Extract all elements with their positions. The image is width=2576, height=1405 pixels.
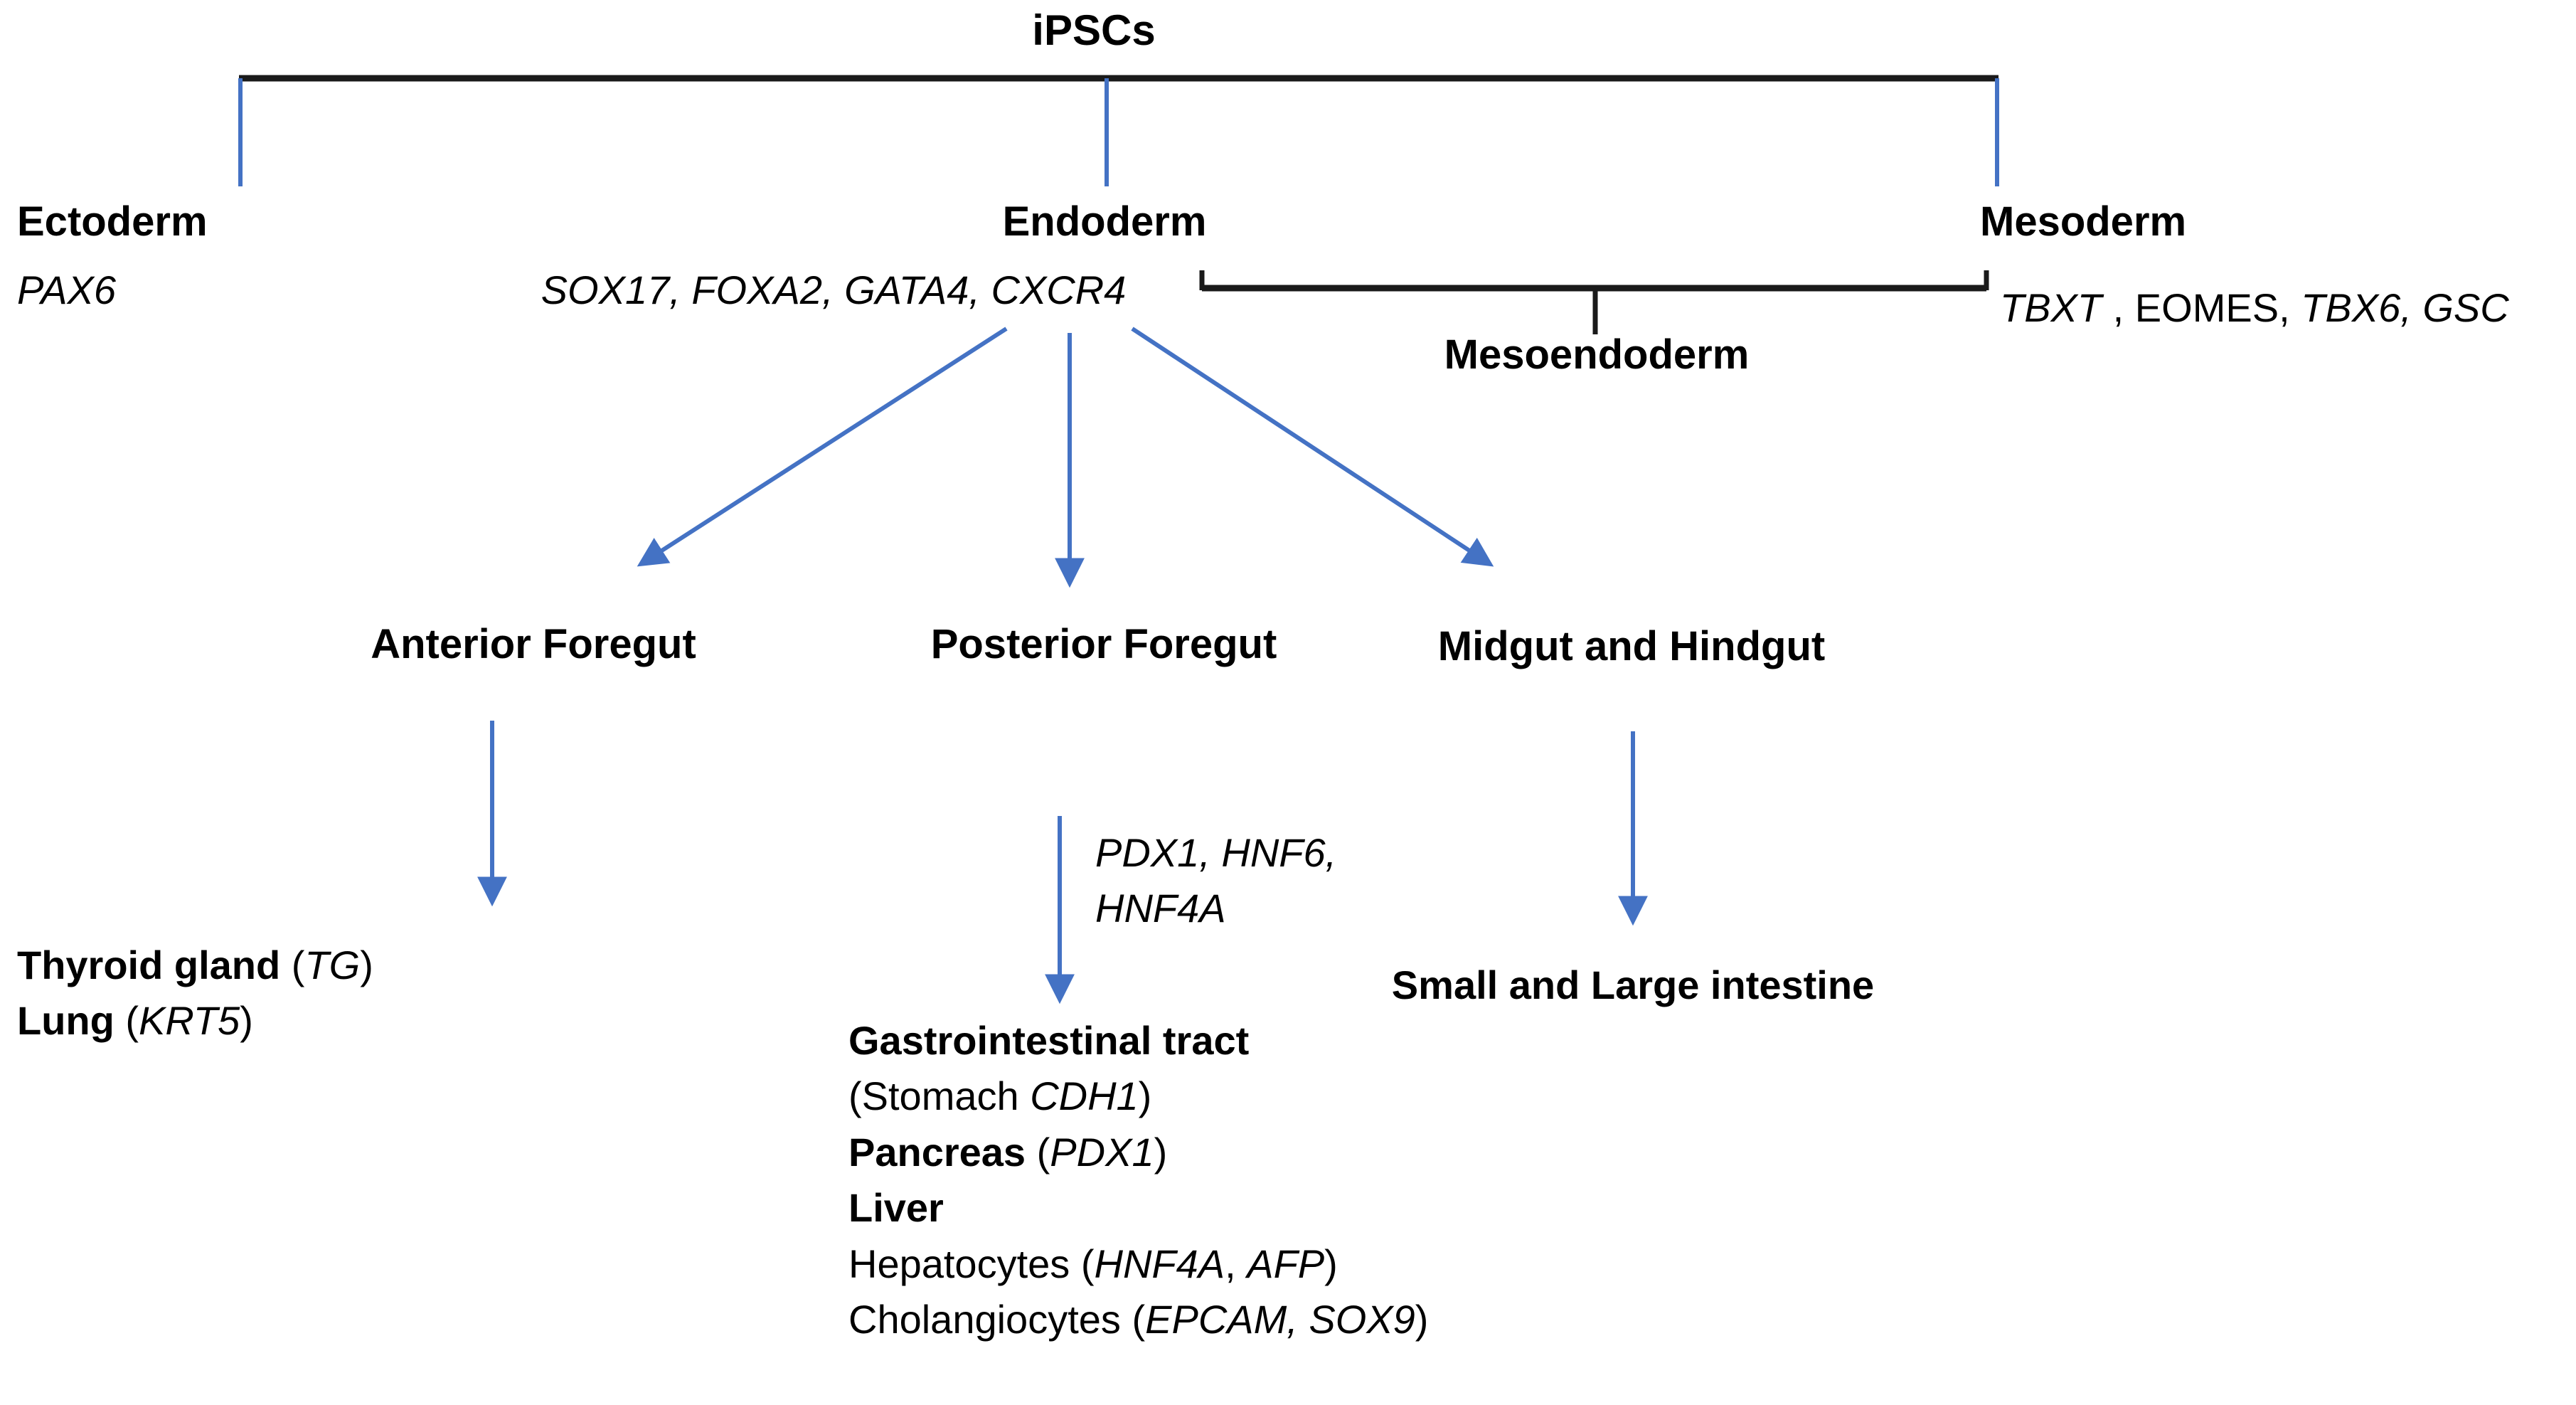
lung-label: Lung [17, 998, 115, 1044]
hepatocytes-gene-hnf4a: HNF4A [1094, 1241, 1225, 1286]
hepatocytes-label: Hepatocytes [848, 1241, 1070, 1286]
derivative-small-large-intestine: Small and Large intestine [1391, 963, 1875, 1007]
thyroid-gene: TG [304, 943, 361, 987]
pancreas-label: Pancreas [848, 1129, 1026, 1175]
page-title: iPSCs [1032, 6, 1156, 54]
pf-marker-line-2: HNF4A [1095, 886, 1226, 931]
mesoderm-markers: TBXT , EOMES, TBX6, GSC [2000, 285, 2509, 332]
lung-paren-open: ( [114, 998, 139, 1044]
germ-layer-mesoderm: Mesoderm [1980, 198, 2187, 245]
derivative-pancreas: Pancreas (PDX1) [848, 1125, 1428, 1180]
derivative-thyroid-gland: Thyroid gland (TG) [17, 938, 373, 993]
ectoderm-markers: PAX6 [17, 267, 117, 312]
thyroid-paren-open: ( [280, 943, 305, 987]
cholangiocytes-paren-open: ( [1120, 1296, 1146, 1342]
gi-tract-heading: Gastrointestinal tract [848, 1018, 1250, 1063]
mesoderm-marker-eomes: , EOMES, [2102, 285, 2301, 330]
thyroid-gland-label: Thyroid gland [17, 943, 281, 987]
hepatocytes-paren-close: ) [1324, 1241, 1338, 1286]
stomach-suffix: ) [1138, 1073, 1152, 1119]
germ-layer-endoderm: Endoderm [1002, 198, 1207, 245]
posterior-foregut-derivatives: Gastrointestinal tract (Stomach CDH1) Pa… [848, 1013, 1428, 1347]
gut-region-posterior-foregut: Posterior Foregut [930, 621, 1277, 667]
cholangiocytes-genes: EPCAM, SOX9 [1145, 1296, 1415, 1342]
endoderm-markers: SOX17, FOXA2, GATA4, CXCR4 [541, 267, 1127, 312]
derivative-stomach: (Stomach CDH1) [848, 1069, 1428, 1124]
germ-layer-ectoderm: Ectoderm [17, 198, 208, 245]
thyroid-paren-close: ) [360, 943, 373, 987]
posterior-foregut-markers: PDX1, HNF6, HNF4A [1095, 825, 1336, 937]
anterior-foregut-derivatives: Thyroid gland (TG) Lung (KRT5) [17, 938, 373, 1049]
cholangiocytes-label: Cholangiocytes [848, 1296, 1121, 1342]
pf-marker-line-1: PDX1, HNF6, [1095, 830, 1337, 875]
endoderm-fan-arrows [637, 327, 1494, 588]
pancreas-paren-close: ) [1154, 1129, 1168, 1175]
stomach-prefix: (Stomach [848, 1073, 1031, 1119]
derivative-lung: Lung (KRT5) [17, 993, 373, 1049]
derivative-cholangiocytes: Cholangiocytes (EPCAM, SOX9) [848, 1292, 1428, 1347]
hepatocytes-gene-afp: AFP [1247, 1241, 1325, 1286]
mesoderm-marker-tbx6-gsc: TBX6, GSC [2301, 285, 2509, 330]
pancreas-gene: PDX1 [1050, 1129, 1154, 1175]
derivative-hepatocytes: Hepatocytes (HNF4A, AFP) [848, 1236, 1428, 1292]
germ-layer-mesoendoderm: Mesoendoderm [1444, 332, 1750, 378]
hepatocytes-paren-open: ( [1070, 1241, 1095, 1286]
cholangiocytes-paren-close: ) [1415, 1296, 1429, 1342]
stomach-gene: CDH1 [1030, 1073, 1139, 1119]
lung-gene: KRT5 [139, 998, 240, 1044]
gut-region-midgut-hindgut: Midgut and Hindgut [1437, 623, 1826, 669]
mesoendoderm-bracket [1199, 270, 1989, 334]
ipsc-bracket [238, 75, 1999, 186]
liver-label: Liver [848, 1185, 944, 1231]
hepatocytes-gene-separator: , [1225, 1241, 1247, 1286]
lung-paren-close: ) [240, 998, 253, 1044]
mesoderm-marker-tbxt: TBXT [2000, 285, 2102, 330]
gut-region-anterior-foregut: Anterior Foregut [371, 621, 696, 667]
pancreas-paren-open: ( [1026, 1129, 1050, 1175]
